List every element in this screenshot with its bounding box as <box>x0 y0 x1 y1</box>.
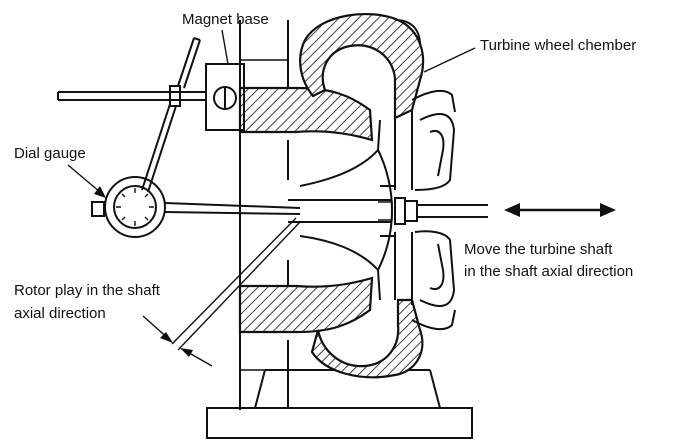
upper-housing-section <box>238 86 374 142</box>
magnet-base-leader <box>221 29 229 65</box>
magnet-base-label: Magnet base <box>182 11 269 28</box>
shaft-axial-arrow <box>504 203 616 217</box>
move-shaft-label-line2: in the shaft axial direction <box>464 263 633 280</box>
turbine-volute-lower <box>310 298 424 379</box>
stand-rod <box>57 37 207 193</box>
base-stand <box>206 369 473 439</box>
turbine-volute-upper <box>299 13 425 120</box>
rotor-play-label-line2: axial direction <box>14 305 106 322</box>
magnet-base <box>205 63 245 131</box>
dial-gauge-label: Dial gauge <box>14 145 86 162</box>
dial-face-ticks <box>116 188 154 226</box>
exhaust-outlet <box>411 89 456 331</box>
lower-housing-section <box>238 276 374 334</box>
chamber-leader <box>423 47 476 73</box>
rotor-play-indicator <box>142 217 301 367</box>
center-housing <box>239 20 289 410</box>
dial-gauge-leader <box>67 164 106 198</box>
rotor-play-label-line1: Rotor play in the shaft <box>14 282 161 299</box>
turbine-chamber-label: Turbine wheel chember <box>480 37 636 54</box>
turbine-shaft <box>288 197 488 225</box>
move-shaft-label-line1: Move the turbine shaft <box>464 241 613 258</box>
dial-gauge <box>91 176 301 238</box>
